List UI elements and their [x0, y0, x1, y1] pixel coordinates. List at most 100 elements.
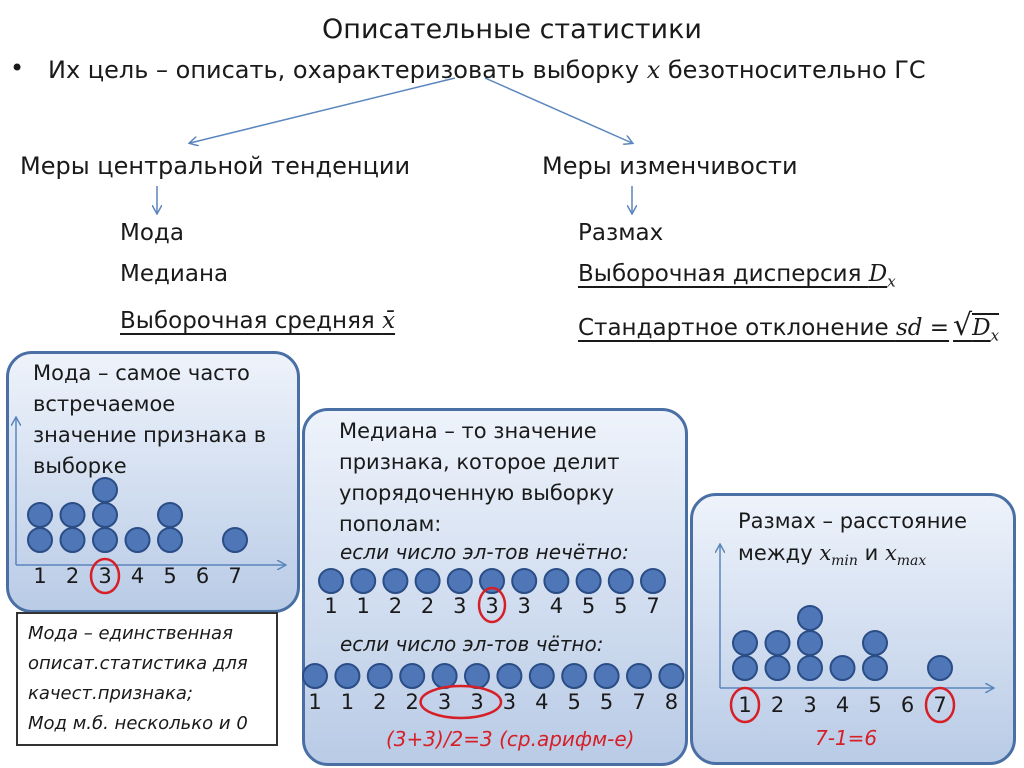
mode-definition: Мода – самое часто встречаемое значение … [33, 361, 267, 478]
variability-heading: Меры изменчивости [542, 152, 798, 180]
x-tick-label: 7 [933, 693, 946, 717]
odd-dot [575, 568, 602, 594]
data-dot [797, 605, 823, 631]
odd-value: 4 [550, 594, 563, 618]
data-dot [222, 527, 248, 553]
subtitle-text-before: Их цель – описать, охарактеризовать выбо… [48, 56, 647, 84]
data-dot [92, 527, 118, 553]
odd-dot [446, 568, 473, 594]
data-dot [797, 655, 823, 681]
x-tick-label: 2 [771, 693, 784, 717]
data-dot [157, 527, 183, 553]
odd-dot [382, 568, 409, 594]
central-tendency-heading: Меры центральной тенденции [20, 152, 411, 180]
variance-subscript: x [887, 272, 896, 291]
data-dot [92, 477, 118, 503]
sd-subscript: x [990, 326, 1000, 345]
odd-dot [511, 568, 538, 594]
data-dot [862, 655, 888, 681]
odd-value: 1 [357, 594, 370, 618]
highlight-ring [729, 686, 761, 724]
even-value: 1 [308, 690, 321, 714]
data-dot [764, 655, 791, 681]
x-tick-label: 3 [803, 693, 816, 717]
x-tick-label: 1 [33, 564, 46, 588]
even-dot [593, 663, 620, 689]
even-dot [528, 663, 555, 689]
odd-dot [350, 568, 377, 594]
x-tick-label: 7 [228, 564, 241, 588]
odd-dot [414, 568, 441, 594]
even-dot [626, 663, 652, 689]
arrow-to-central-tendency [190, 77, 456, 143]
x-tick-label: 4 [836, 693, 849, 717]
data-dot [27, 502, 53, 528]
data-dot [157, 502, 183, 528]
range-and: и [857, 541, 885, 565]
data-dot [92, 502, 118, 528]
data-dot [27, 527, 53, 553]
x-tick-label: 4 [131, 564, 144, 588]
sqrt-icon: √ [953, 308, 973, 343]
even-value: 5 [568, 690, 581, 714]
even-value: 4 [535, 690, 548, 714]
x-tick-label: 3 [98, 564, 111, 588]
arrow-to-variability [484, 77, 632, 143]
even-value: 8 [665, 690, 678, 714]
x-tick-label: 5 [163, 564, 176, 588]
even-value: 7 [632, 690, 645, 714]
item-sample-variance: Выборочная дисперсия Dx [578, 261, 896, 291]
sd-formula: sd = [895, 315, 950, 341]
range-between: между [738, 541, 820, 565]
data-dot [732, 655, 758, 681]
item-range: Размах [578, 220, 664, 246]
highlight-ring [924, 686, 956, 724]
data-dot [732, 630, 758, 656]
subtitle: Их цель – описать, охарактеризовать выбо… [48, 56, 926, 84]
range-definition-line1: Размах – расстояние [738, 509, 967, 533]
even-value: 3 [470, 690, 483, 714]
even-value: 3 [438, 690, 451, 714]
odd-value: 3 [518, 594, 531, 618]
data-dot [797, 630, 823, 656]
odd-value: 1 [324, 594, 337, 618]
even-dot [334, 663, 361, 689]
variance-symbol: D [868, 261, 888, 287]
data-dot [927, 655, 953, 681]
xmax-symbol: x [884, 541, 897, 565]
even-dot [658, 663, 685, 689]
mode-box [6, 351, 300, 613]
even-dot [366, 663, 393, 689]
median-odd-label: если число эл-тов нечётно: [340, 540, 629, 564]
odd-value: 3 [485, 594, 498, 618]
xmax-subscript: max [896, 553, 927, 570]
mode-note-line-2: описат.статистика для [28, 653, 248, 674]
item-sample-mean: Выборочная средняя x̄ [120, 308, 402, 334]
mean-symbol: x̄ [382, 308, 396, 334]
odd-value: 5 [582, 594, 595, 618]
median-definition: Медиана – то значение признака, которое … [339, 419, 620, 536]
even-dot [464, 663, 490, 689]
sd-under-root: Dx [972, 313, 1000, 345]
xmin-subscript: min [831, 553, 858, 570]
x-tick-label: 1 [738, 693, 751, 717]
sd-symbol: D [972, 315, 991, 341]
even-median-ring [419, 684, 503, 720]
even-value: 2 [373, 690, 386, 714]
item-sample-mean-label: Выборочная средняя [120, 308, 383, 334]
odd-value: 5 [614, 594, 627, 618]
odd-value: 2 [389, 594, 402, 618]
odd-dot [318, 568, 344, 594]
even-value: 3 [503, 690, 516, 714]
even-dot [399, 663, 426, 689]
odd-value: 7 [646, 594, 659, 618]
mode-note: Мода – единственная описат.статистика дл… [16, 612, 278, 746]
odd-value: 2 [421, 594, 434, 618]
even-value: 5 [600, 690, 613, 714]
even-value: 2 [406, 690, 419, 714]
even-dot [302, 663, 328, 689]
